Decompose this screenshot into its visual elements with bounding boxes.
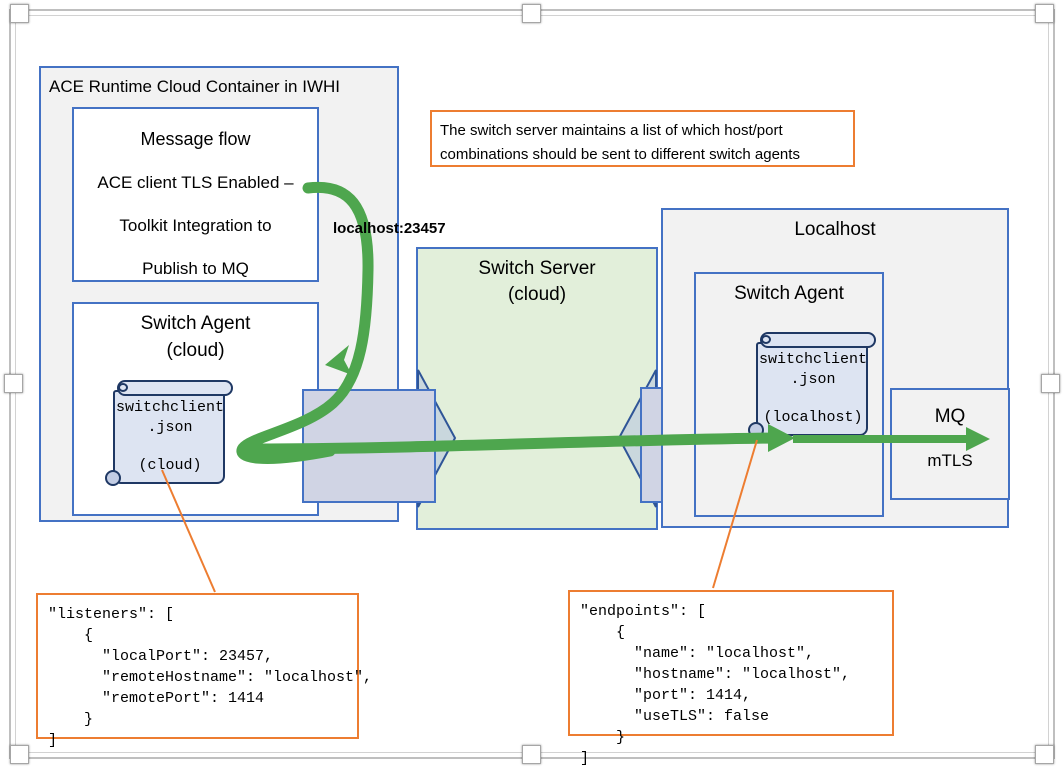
left-connector-block[interactable] [302, 389, 436, 503]
port-label-localhost-23457: localhost:23457 [333, 220, 446, 237]
listeners-json-text: "listeners": [ { "localPort": 23457, "re… [48, 606, 373, 749]
endpoints-json-callout[interactable]: "endpoints": [ { "name": "localhost", "h… [568, 590, 894, 767]
listeners-json-callout[interactable]: "listeners": [ { "localPort": 23457, "re… [36, 593, 372, 749]
message-flow-line-1: Message flow [140, 129, 251, 149]
resize-handle-middle-left[interactable] [4, 374, 23, 393]
mq-subtitle-mtls: mTLS [927, 451, 973, 470]
ace-container-title: ACE Runtime Cloud Container in IWHI [49, 77, 341, 96]
resize-handle-bottom-center[interactable] [522, 745, 541, 764]
scroll-top-dot-localhost [761, 335, 771, 344]
switch-agent-cloud-title-line2: (cloud) [166, 340, 225, 361]
switch-server-title-line1: Switch Server [478, 258, 596, 279]
switch-server-box[interactable]: Switch Server (cloud) [416, 247, 658, 530]
scroll-text-cloud-line2: .json [147, 419, 193, 436]
scroll-text-localhost-line3: (localhost) [763, 409, 863, 426]
resize-handle-bottom-right[interactable] [1035, 745, 1054, 764]
message-flow-box[interactable]: Message flow ACE client TLS Enabled – To… [72, 107, 319, 282]
switchclient-json-cloud-scroll[interactable]: switchclient .json (cloud) [105, 378, 233, 488]
switch-server-description-callout[interactable]: The switch server maintains a list of wh… [430, 110, 855, 167]
callout-line-1: The switch server maintains a list of wh… [440, 122, 783, 139]
message-flow-line-3: Toolkit Integration to [119, 216, 272, 235]
switch-server-title-line2: (cloud) [507, 284, 567, 305]
resize-handle-middle-right[interactable] [1041, 374, 1060, 393]
scroll-text-cloud-line3: (cloud) [138, 457, 202, 474]
switch-agent-localhost-title: Switch Agent [734, 283, 844, 304]
switchclient-json-localhost-scroll[interactable]: switchclient .json (localhost) [748, 330, 876, 440]
endpoints-json-text: "endpoints": [ { "name": "localhost", "h… [580, 603, 851, 767]
mq-title: MQ [934, 406, 966, 427]
resize-handle-top-center[interactable] [522, 4, 541, 23]
scroll-bottom-curl-cloud [105, 470, 121, 486]
mq-box[interactable]: MQ mTLS [890, 388, 1010, 500]
message-flow-line-4: Publish to MQ [142, 259, 249, 278]
resize-handle-top-left[interactable] [10, 4, 29, 23]
scroll-text-localhost-line1: switchclient [758, 351, 868, 368]
resize-handle-bottom-left[interactable] [10, 745, 29, 764]
callout-line-2: combinations should be sent to different… [440, 146, 800, 163]
scroll-top-dot-cloud [118, 383, 128, 392]
scroll-body-localhost [756, 342, 868, 436]
switch-agent-cloud-title-line1: Switch Agent [140, 313, 251, 334]
resize-handle-top-right[interactable] [1035, 4, 1054, 23]
message-flow-line-2: ACE client TLS Enabled – [97, 173, 294, 192]
localhost-title: Localhost [794, 219, 876, 240]
scroll-top-curl-localhost [760, 332, 876, 348]
scroll-text-localhost-line2: .json [790, 371, 836, 388]
scroll-top-curl-cloud [117, 380, 233, 396]
scroll-text-cloud-line1: switchclient [115, 399, 225, 416]
